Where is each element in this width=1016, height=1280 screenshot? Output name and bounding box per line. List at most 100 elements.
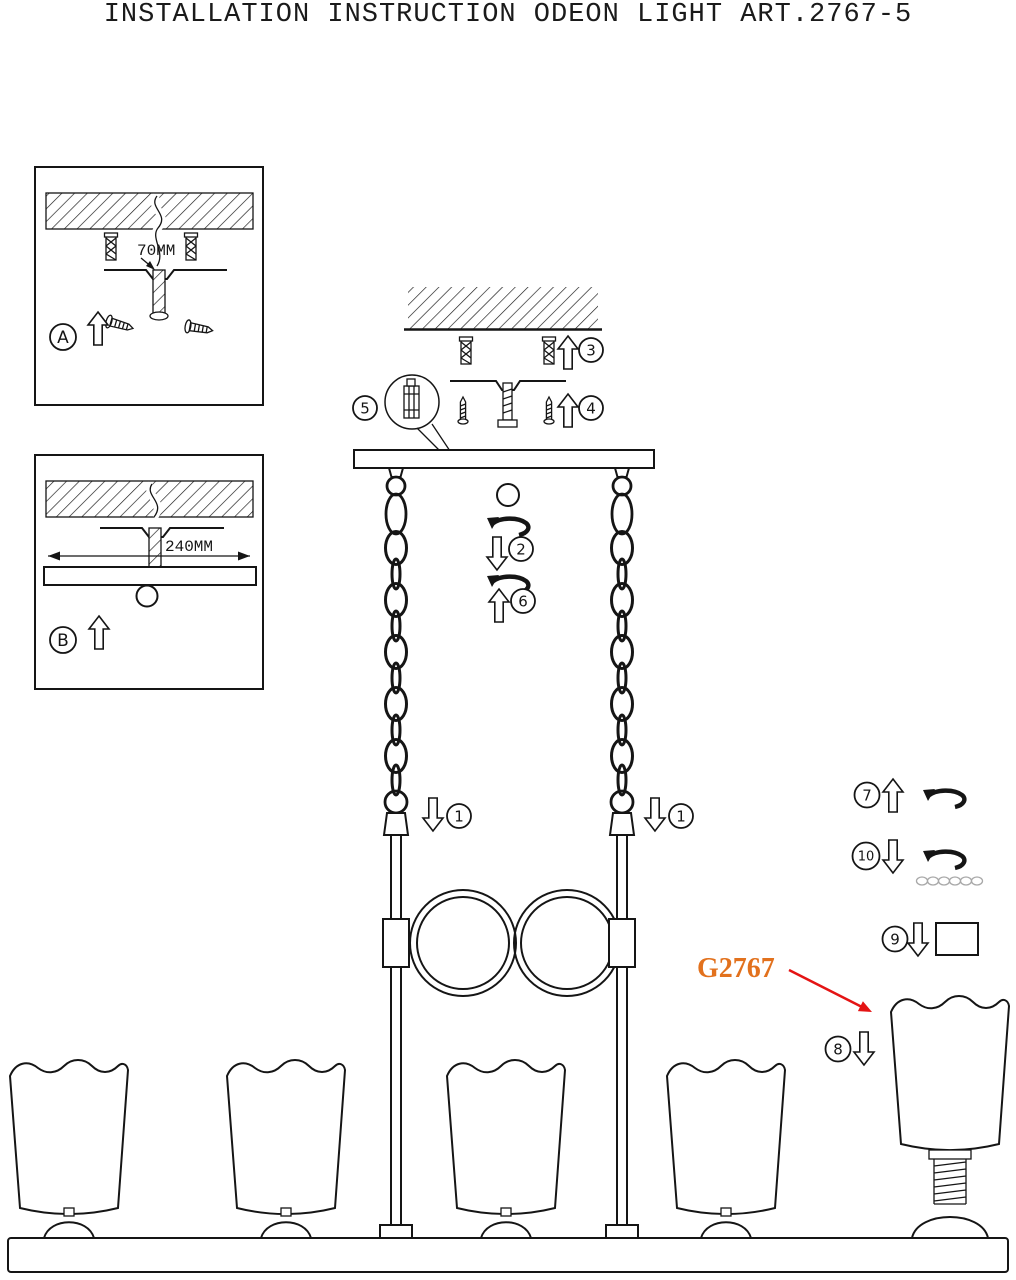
ceiling-mount-section: 3 4 5 [352, 287, 604, 453]
step-1-marker-left: 1 [422, 797, 472, 832]
svg-text:2: 2 [516, 541, 526, 559]
ring-clamp [608, 918, 636, 968]
step-7-marker: 7 [853, 778, 965, 813]
shade-g2767 [890, 995, 1010, 1239]
lamp-shade [666, 1059, 786, 1215]
step-4-marker: 4 [557, 393, 604, 428]
svg-text:10: 10 [858, 850, 875, 865]
wire [154, 195, 163, 267]
lamp-shade [9, 1059, 129, 1215]
down-arrow-icon [907, 922, 929, 957]
lamp-shade [890, 995, 1010, 1151]
svg-text:7: 7 [862, 787, 872, 805]
down-arrow-icon [422, 797, 444, 832]
dimension-240mm: 240MM [165, 538, 213, 556]
down-arrow-icon [486, 536, 508, 571]
svg-text:3: 3 [586, 342, 596, 360]
page-title: INSTALLATION INSTRUCTION ODEON LIGHT ART… [103, 0, 913, 30]
step-2-marker: 2 [486, 536, 534, 571]
wire [149, 483, 159, 518]
down-arrow-icon [853, 1031, 875, 1066]
carabiner-hook-icon [384, 492, 408, 536]
screw-icon [543, 396, 555, 425]
terminal-part [403, 385, 420, 419]
step-5-marker: 5 [352, 374, 451, 453]
ring-clamp [382, 918, 410, 968]
rod-foot [379, 1224, 413, 1239]
step-1-marker-right: 1 [644, 797, 694, 832]
wall-anchor-icon [103, 232, 119, 261]
mini-chain-icon [915, 876, 984, 886]
right-steps-column: 7 10 9 G2767 [697, 778, 984, 1066]
part-code-label: G2767 [697, 953, 775, 984]
ring-ornament [382, 889, 636, 997]
rod-ferrule [608, 812, 636, 836]
svg-text:9: 9 [890, 931, 900, 949]
threaded-rod [148, 527, 162, 571]
svg-text:1: 1 [454, 808, 464, 826]
part-code-arrow [788, 968, 863, 1009]
center-screw-shaft [502, 382, 513, 421]
finial-ball [135, 584, 159, 608]
lamp-shade [446, 1059, 566, 1215]
decor-ring-inner [520, 896, 614, 990]
ceiling-hatch [45, 480, 254, 518]
rotate-arrow-icon [923, 789, 964, 807]
hanger-ring [611, 475, 633, 497]
svg-text:4: 4 [586, 400, 596, 418]
wall-anchor-icon [458, 336, 474, 365]
ceiling-hatch [408, 287, 598, 329]
wall-anchor-icon [183, 232, 199, 261]
down-arrow-icon [882, 839, 904, 874]
up-arrow-icon [488, 588, 510, 623]
socket-collar [928, 1149, 972, 1160]
svg-text:8: 8 [833, 1041, 843, 1059]
panel-a-badge [49, 323, 77, 351]
panel-a: 70MM A [34, 166, 264, 406]
down-arrow-icon [644, 797, 666, 832]
rod [390, 834, 402, 1226]
finial-ball [496, 483, 520, 507]
ball-assembly-steps: 2 6 [486, 483, 536, 623]
canopy-bar-section [353, 449, 655, 536]
panel-b-letter: B [57, 631, 69, 651]
up-arrow-icon [557, 393, 579, 428]
threaded-rod [152, 269, 166, 315]
shade-cup [910, 1216, 990, 1239]
step-6-marker: 6 [488, 588, 536, 623]
ceiling-hatch [45, 192, 254, 230]
bottom-bar [7, 1237, 1009, 1273]
hanger-ring [385, 475, 407, 497]
rod-cap [149, 311, 169, 321]
svg-text:1: 1 [676, 808, 686, 826]
carabiner-hook-icon [610, 492, 634, 536]
fixture-body [7, 1059, 1009, 1273]
wall-anchor-icon [541, 336, 557, 365]
rod [616, 834, 628, 1226]
panel-b-badge [49, 626, 77, 654]
socket-box [935, 922, 979, 956]
step-9-marker: 9 [881, 922, 979, 957]
rotate-arrow-icon [487, 517, 528, 535]
step-10-marker: 10 [851, 839, 984, 886]
up-arrow-icon [557, 335, 579, 370]
socket-threads [933, 1159, 967, 1205]
canopy-bar [353, 449, 655, 469]
panel-a-letter: A [57, 328, 69, 348]
screw-icon [457, 396, 469, 425]
left-chain [384, 530, 408, 797]
canopy-plate [43, 566, 257, 586]
suspension-rods: 1 1 [379, 789, 694, 1239]
step-8-marker: 8 [824, 1031, 875, 1066]
center-screw-head [497, 419, 518, 428]
decor-ring-inner [416, 896, 510, 990]
part-code-arrowhead [857, 1001, 872, 1012]
svg-text:5: 5 [360, 400, 370, 418]
leader-lines [416, 423, 451, 453]
rod-foot [605, 1224, 639, 1239]
decor-ring [513, 889, 621, 997]
rod-ferrule [382, 812, 410, 836]
decor-ring [409, 889, 517, 997]
